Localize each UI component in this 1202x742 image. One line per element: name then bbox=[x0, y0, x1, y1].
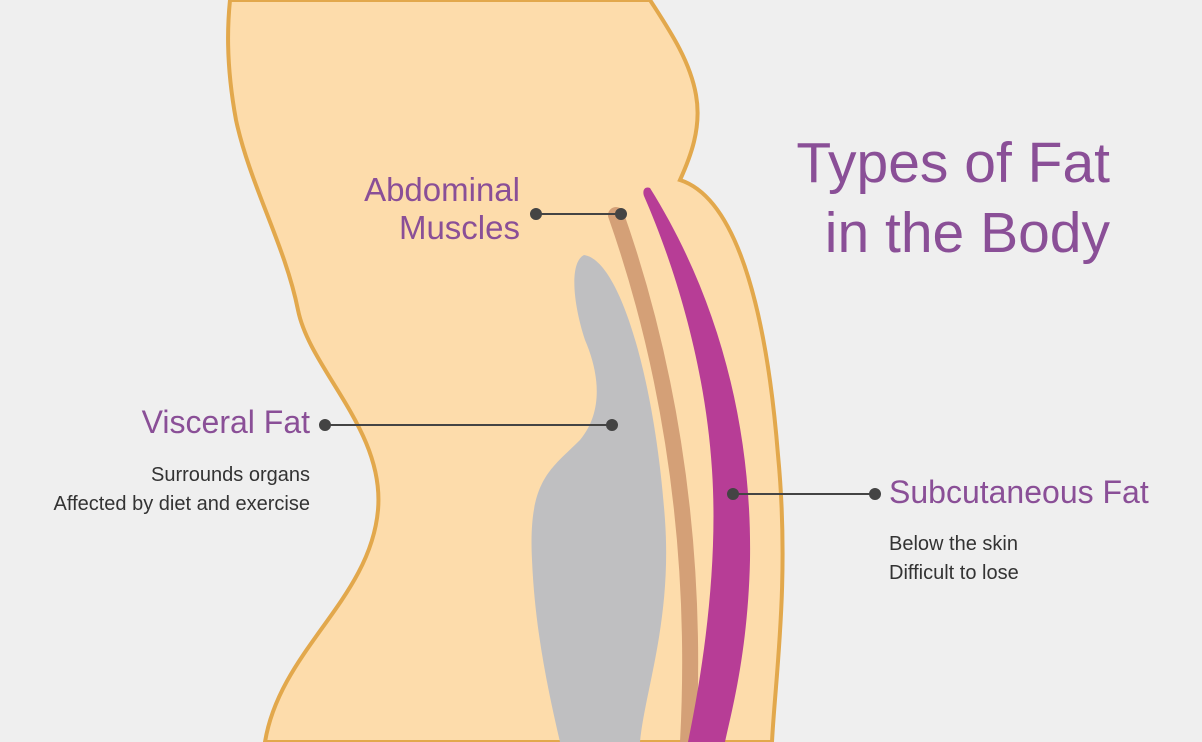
visceral-fat-shape bbox=[531, 255, 667, 742]
subcutaneous-desc-line-2: Difficult to lose bbox=[889, 562, 1019, 584]
subcutaneous-desc-line-1: Below the skin bbox=[889, 533, 1018, 555]
muscles-label-line-2: Muscles bbox=[398, 209, 520, 246]
visceral-desc-line-1: Surrounds organs bbox=[151, 464, 310, 486]
title-line-2: in the Body bbox=[824, 201, 1110, 265]
title-line-1: Types of Fat bbox=[796, 131, 1110, 195]
subcutaneous-leader-dot-start bbox=[727, 488, 739, 500]
subcutaneous-description: Below the skin Difficult to lose bbox=[889, 530, 1019, 588]
visceral-description: Surrounds organs Affected by diet and ex… bbox=[20, 461, 310, 519]
muscles-leader-dot-start bbox=[530, 208, 542, 220]
muscles-leader-dot-end bbox=[615, 208, 627, 220]
subcutaneous-leader-dot-end bbox=[869, 488, 881, 500]
page-title: Types of Fat in the Body bbox=[760, 128, 1110, 268]
visceral-desc-line-2: Affected by diet and exercise bbox=[53, 493, 310, 515]
muscles-label-line-1: Abdominal bbox=[364, 171, 520, 208]
subcutaneous-label: Subcutaneous Fat bbox=[889, 474, 1149, 510]
subcutaneous-fat-shape bbox=[643, 187, 751, 742]
abdominal-muscle-shape bbox=[608, 207, 699, 742]
visceral-leader-dot-end bbox=[606, 419, 618, 431]
muscles-label: Abdominal Muscles bbox=[330, 171, 520, 247]
visceral-leader-dot-start bbox=[319, 419, 331, 431]
visceral-label: Visceral Fat bbox=[141, 404, 310, 440]
